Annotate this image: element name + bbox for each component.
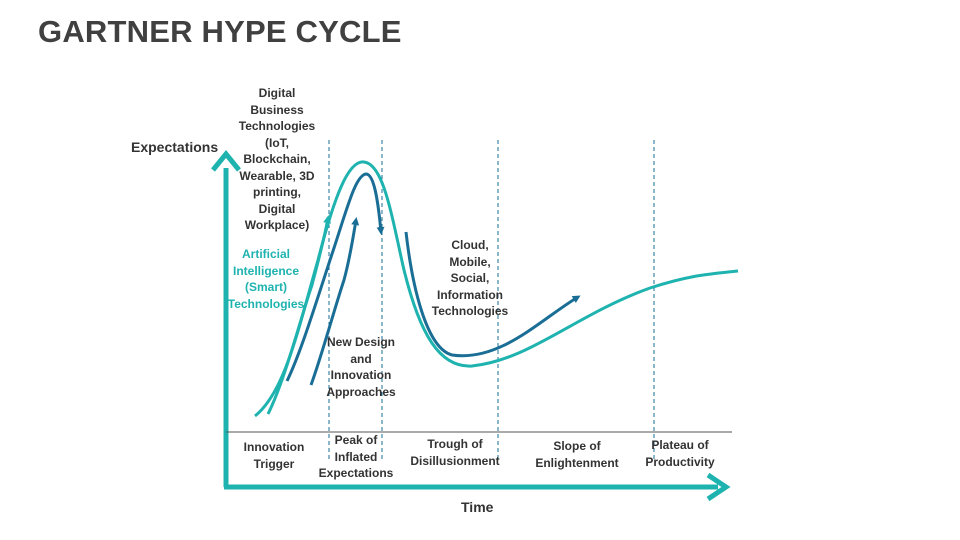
x-axis-label: Time bbox=[461, 499, 494, 515]
dark-curve-peak bbox=[285, 172, 385, 382]
y-axis-label: Expectations bbox=[131, 139, 219, 155]
page-title: GARTNER HYPE CYCLE bbox=[38, 14, 402, 49]
rising-arrow-teal bbox=[266, 215, 332, 415]
rising-arrow-dark bbox=[309, 217, 360, 386]
dark-curve-slope bbox=[404, 231, 581, 358]
x-axis-arrowhead bbox=[706, 472, 731, 502]
y-axis-arrowhead bbox=[211, 150, 241, 172]
